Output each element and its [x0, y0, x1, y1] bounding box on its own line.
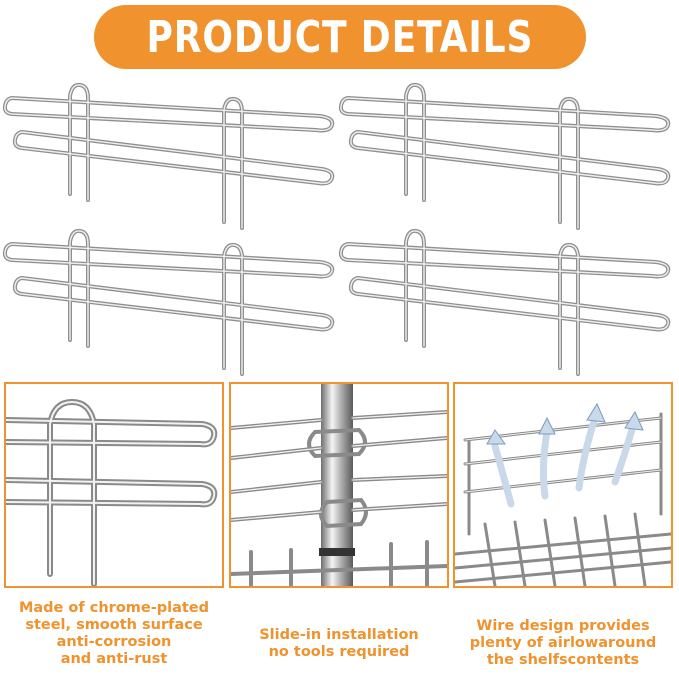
- caption-installation: Slide-in installation no tools required: [229, 627, 449, 661]
- caption-line: and anti-rust: [60, 651, 168, 667]
- hook-closeup-image: [6, 398, 218, 586]
- banner-title: PRODUCT DETAILS: [146, 11, 534, 63]
- shelf-ledge-rail: [338, 82, 671, 230]
- caption-line: Made of chrome-plated: [18, 600, 210, 616]
- detail-panel-install: [229, 382, 449, 588]
- caption-line: Slide-in installation: [259, 627, 419, 643]
- detail-panel-airflow: [453, 382, 673, 588]
- airflow-arrows-icon: [491, 414, 637, 508]
- caption-material: Made of chrome-plated steel, smooth surf…: [4, 600, 224, 668]
- caption-line: the shelfscontents: [486, 652, 640, 668]
- caption-line: steel, smooth surface: [25, 617, 203, 633]
- shelf-ledge-rail: [338, 228, 671, 376]
- caption-line: Wire design provides: [476, 618, 650, 634]
- shelf-ledge-rail: [2, 82, 335, 230]
- detail-panel-hook: [4, 382, 224, 588]
- caption-airflow: Wire design provides plenty of airlowaro…: [449, 618, 677, 669]
- title-banner: PRODUCT DETAILS: [94, 5, 586, 69]
- caption-line: no tools required: [268, 644, 410, 660]
- post-installation-image: [231, 384, 447, 586]
- caption-line: plenty of airlowaround: [469, 635, 657, 651]
- caption-line: anti-corrosion: [56, 634, 172, 650]
- shelf-ledge-rail: [2, 228, 335, 376]
- airflow-shelf-image: [455, 402, 671, 586]
